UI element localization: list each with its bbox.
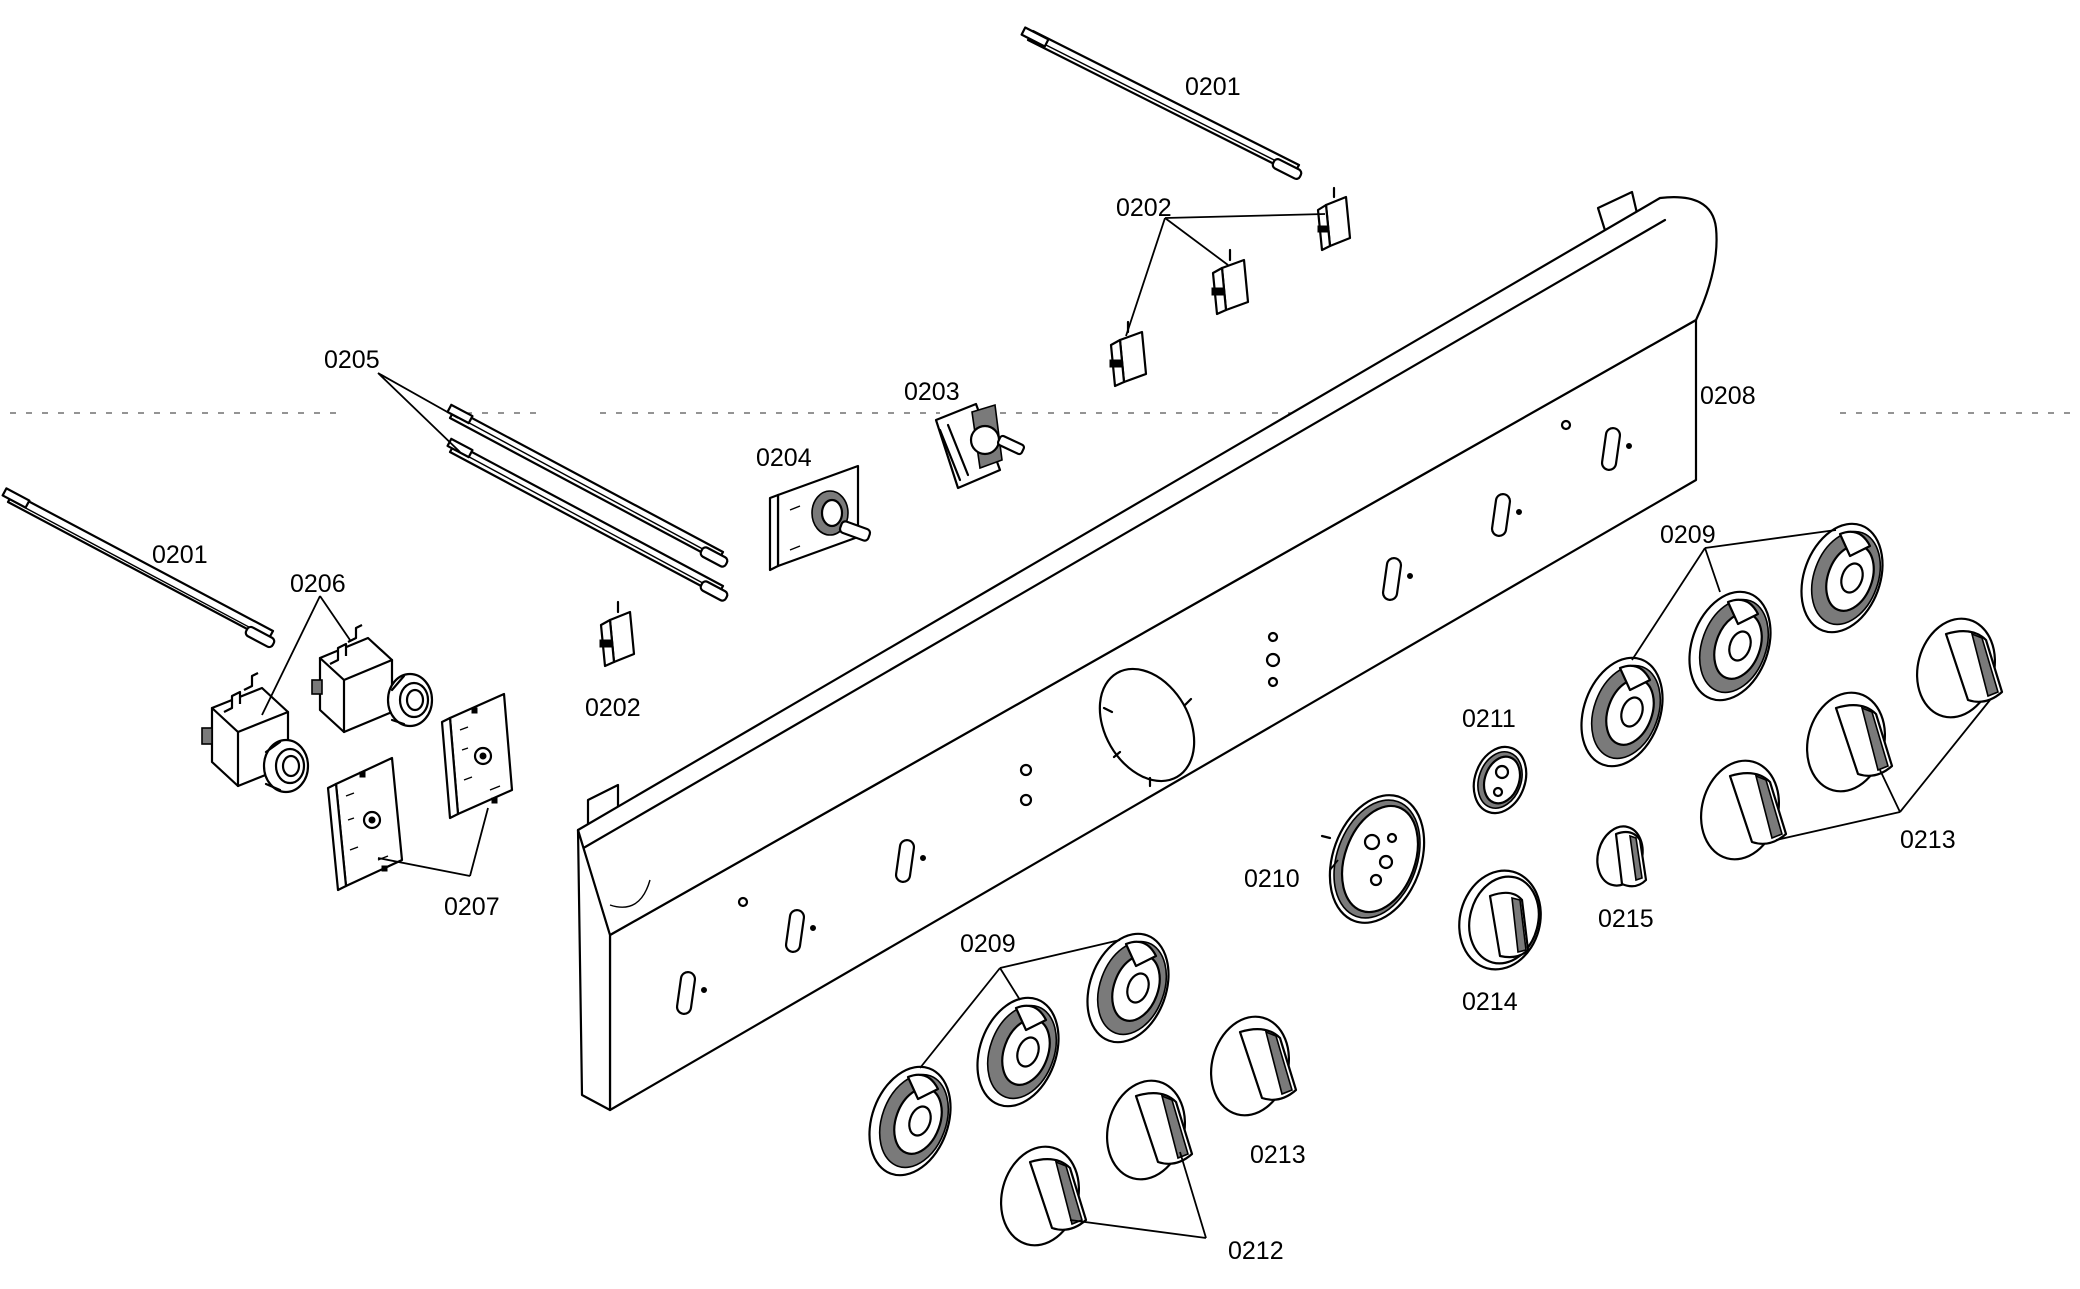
label-selector-switch: 0204 [756,444,812,472]
label-control-panel: 0208 [1700,382,1756,410]
control-knob-pair [999,1079,1194,1247]
control-board-left [326,756,404,892]
knob-bezel [1086,932,1170,1044]
label-probe-left: 0201 [152,541,208,569]
knob-bezel [1688,590,1772,702]
knob-bezel [1580,656,1664,768]
part-labels: 0201 0201 0202 0202 0203 0204 0205 0206 … [152,73,1956,1265]
label-probe-top: 0201 [1185,73,1241,101]
control-knob [1805,691,1894,793]
small-knob [1596,825,1648,888]
gas-valve-right [311,624,434,734]
label-knob-pair: 0212 [1228,1237,1284,1265]
label-large-ring: 0210 [1244,865,1300,893]
knob-bezel [868,1065,952,1177]
knob-bezel [976,996,1060,1108]
panel-slots [675,419,1632,1015]
label-knob-group: 0213 [1900,826,1956,854]
probe-rod-top [1020,26,1303,180]
control-board-right [440,692,514,820]
leader-lines [261,213,1991,1239]
label-small-ring: 0211 [1462,705,1516,733]
micro-switch-group-top [1109,186,1352,388]
label-small-knob: 0215 [1598,905,1654,933]
control-knob [1105,1079,1194,1181]
selector-switch [768,464,872,572]
label-bezel-right: 0209 [1660,521,1716,549]
label-ring-knob: 0214 [1462,988,1518,1016]
label-bezel-left: 0209 [960,930,1016,958]
label-probe-pair: 0205 [324,346,380,374]
gas-valve-left [201,672,310,794]
micro-switch [1109,320,1148,388]
control-knob [999,1145,1088,1247]
ring-knob [1458,869,1542,971]
micro-switch-bottom [599,600,636,668]
label-knob-single: 0213 [1250,1141,1306,1169]
label-thermostat: 0203 [904,378,960,406]
label-switch-bottom: 0202 [585,694,641,722]
large-trim-ring [1320,794,1426,924]
control-knob [1699,759,1788,861]
control-knob-group-right [1699,617,2004,861]
micro-switch [1211,248,1250,316]
small-trim-ring [1472,745,1528,815]
panel-center-hole [1098,667,1196,788]
label-valve: 0206 [290,570,346,598]
micro-switch [1316,186,1352,252]
knob-bezel [1800,522,1884,634]
probe-rod-left [1,487,276,649]
label-switch-top: 0202 [1116,194,1172,222]
control-knob [1915,617,2004,719]
thermostat [934,402,1026,490]
knob-bezel-group-right [1580,522,1884,768]
label-control-board: 0207 [444,893,500,921]
control-knob-single [1209,1015,1298,1117]
probe-rod-pair [446,403,729,602]
knob-bezel-group-left [868,932,1170,1177]
control-panel [576,190,1718,1112]
